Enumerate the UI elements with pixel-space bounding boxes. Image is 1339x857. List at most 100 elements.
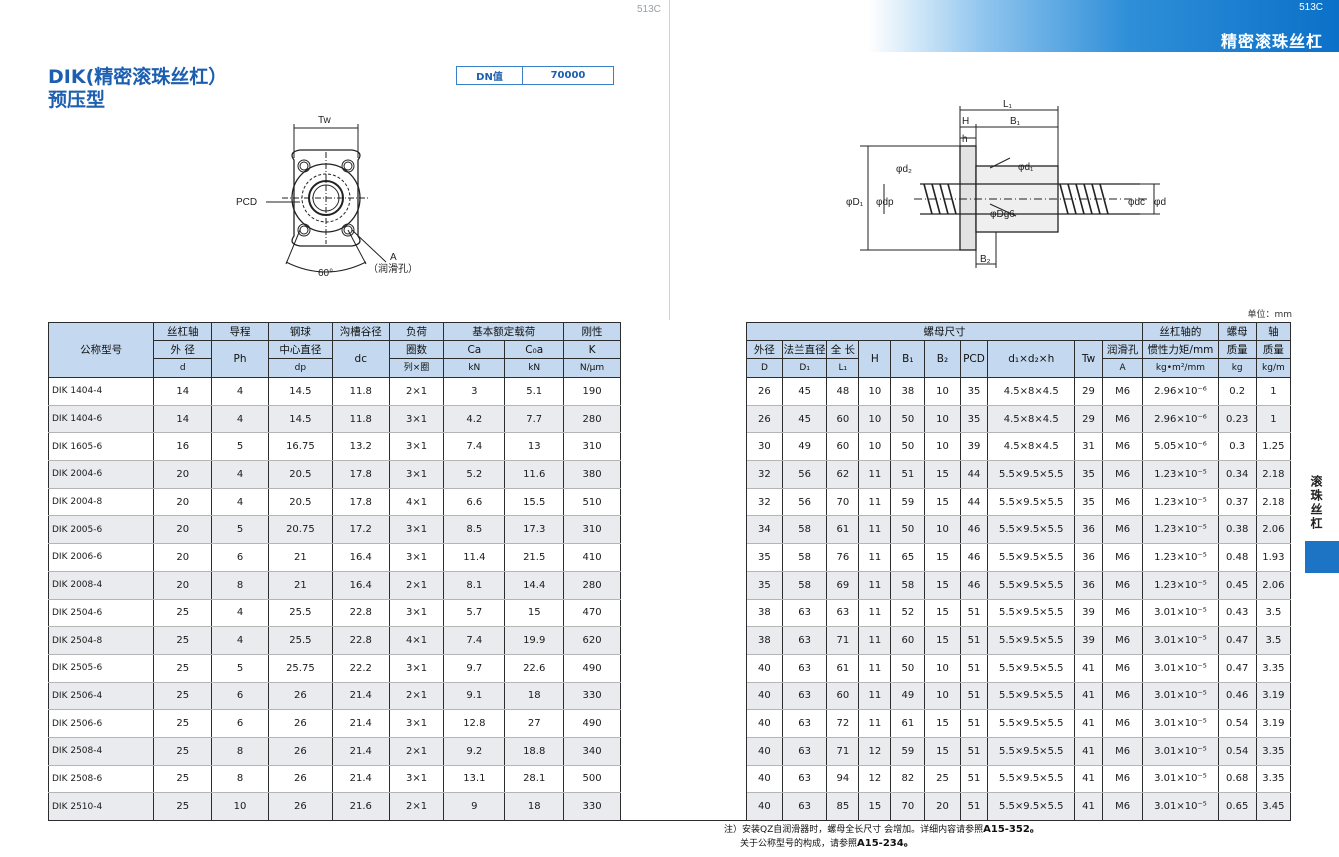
- cell-turns: 3×1: [388, 765, 445, 794]
- cell-lead: 4: [211, 460, 269, 489]
- cell-groove-dc: 17.8: [331, 460, 390, 489]
- table-gap-cell: [619, 571, 747, 599]
- cell-Tw: 41: [1074, 682, 1103, 711]
- cell-shaft-mass: 3.35: [1255, 737, 1292, 766]
- page-number-right: 513C: [1299, 2, 1323, 13]
- cell-model: DIK 2504-6: [47, 599, 155, 628]
- cell-c0a: 27: [504, 709, 565, 738]
- cell-shaft-d: 25: [153, 737, 213, 766]
- cell-flange-D1: 56: [781, 460, 828, 489]
- cell-rigidity: 410: [563, 543, 621, 572]
- cell-ball-dp: 26: [267, 792, 333, 821]
- cell-c0a: 21.5: [504, 543, 565, 572]
- cell-model: DIK 2506-6: [47, 709, 155, 738]
- col-turns-3: 列×圈: [388, 358, 445, 378]
- table-gap-cell: [619, 460, 747, 489]
- cell-groove-dc: 16.4: [331, 543, 390, 572]
- cell-rigidity: 330: [563, 792, 621, 821]
- cell-lead: 4: [211, 377, 269, 406]
- cell-turns: 3×1: [388, 515, 445, 545]
- cell-nut-mass: 0.47: [1217, 626, 1257, 655]
- cell-lead: 4: [211, 626, 269, 655]
- cell-ball-dp: 16.75: [267, 432, 333, 462]
- cell-H: 11: [858, 599, 892, 628]
- table-gap-cell: [619, 377, 747, 406]
- oil-hole-label: （润滑孔）: [368, 262, 418, 275]
- cell-inertia: 1.23×10⁻⁵: [1142, 543, 1219, 572]
- cell-Tw: 41: [1074, 737, 1103, 766]
- page-divider: [669, 0, 670, 320]
- table-header-row-3: d dp 列×圈 kN kN N/μm D D₁ L₁ A kg•m²/mm k…: [49, 358, 1292, 378]
- cell-oil-A: M6: [1101, 654, 1144, 683]
- cell-B1: 38: [890, 377, 926, 406]
- cell-model: DIK 1404-6: [47, 405, 155, 434]
- col-lead-1: 导程: [211, 322, 269, 341]
- cell-oil-A: M6: [1101, 737, 1144, 766]
- cell-nut-mass: 0.54: [1217, 737, 1257, 766]
- unit-label: 单位：mm: [1247, 310, 1292, 320]
- dc-label: φdc: [1128, 197, 1145, 208]
- cell-nut-mass: 0.43: [1217, 599, 1257, 628]
- banner-title: 精密滚珠丝杠: [1220, 32, 1323, 51]
- cell-PCD: 51: [959, 792, 989, 821]
- cell-c0a: 7.7: [504, 405, 565, 434]
- cell-shaft-d: 25: [153, 654, 213, 683]
- angle-label: 60°: [318, 268, 333, 279]
- cell-dxh: 5.5×9.5×5.5: [987, 765, 1076, 794]
- cell-lead: 4: [211, 488, 269, 517]
- cell-PCD: 35: [959, 377, 989, 406]
- cell-B2: 15: [924, 709, 961, 738]
- col-ball-1: 钢球: [267, 322, 333, 341]
- cell-B1: 52: [890, 599, 926, 628]
- cell-Tw: 29: [1074, 377, 1103, 406]
- cell-model: DIK 1404-4: [47, 377, 155, 406]
- cell-oil-A: M6: [1101, 543, 1144, 572]
- cell-inertia: 3.01×10⁻⁵: [1142, 654, 1219, 683]
- cell-B1: 50: [890, 405, 926, 434]
- cell-B1: 65: [890, 543, 926, 572]
- cell-nut-mass: 0.45: [1217, 571, 1257, 600]
- cell-dxh: 5.5×9.5×5.5: [987, 543, 1076, 572]
- cell-nut-D: 40: [745, 709, 783, 738]
- cell-B1: 58: [890, 571, 926, 600]
- col-ca-2: kN: [443, 358, 506, 378]
- b2-label: B₂: [980, 254, 991, 265]
- cell-ca: 5.7: [443, 599, 506, 628]
- cell-dxh: 5.5×9.5×5.5: [987, 626, 1076, 655]
- cell-PCD: 46: [959, 515, 989, 545]
- cell-ca: 9.1: [443, 682, 506, 711]
- cell-B1: 50: [890, 515, 926, 545]
- flange-diameter-label: φD₁: [846, 197, 864, 208]
- cell-oil-A: M6: [1101, 765, 1144, 794]
- cell-nut-D: 34: [745, 515, 783, 545]
- cell-c0a: 22.6: [504, 654, 565, 683]
- cell-B2: 15: [924, 571, 961, 600]
- cell-H: 11: [858, 488, 892, 517]
- cell-nut-mass: 0.47: [1217, 654, 1257, 683]
- cell-dxh: 5.5×9.5×5.5: [987, 737, 1076, 766]
- dp-label: φdp: [876, 197, 894, 208]
- table-gap-cell: [619, 765, 747, 793]
- cell-ball-dp: 20.5: [267, 488, 333, 517]
- cell-oil-A: M6: [1101, 626, 1144, 655]
- table-gap-cell: [619, 515, 747, 544]
- cell-B2: 15: [924, 626, 961, 655]
- cell-inertia: 3.01×10⁻⁵: [1142, 626, 1219, 655]
- cell-nut-D: 32: [745, 460, 783, 489]
- col-c0a-2: kN: [504, 358, 565, 378]
- cell-oil-A: M6: [1101, 571, 1144, 600]
- cell-PCD: 44: [959, 460, 989, 489]
- cell-dxh: 4.5×8×4.5: [987, 377, 1076, 406]
- cell-oil-A: M6: [1101, 515, 1144, 545]
- cell-model: DIK 2005-6: [47, 515, 155, 545]
- cell-H: 12: [858, 737, 892, 766]
- cell-dxh: 4.5×8×4.5: [987, 405, 1076, 434]
- cell-ball-dp: 20.75: [267, 515, 333, 545]
- col-inertia-1: 丝杠轴的: [1142, 322, 1219, 341]
